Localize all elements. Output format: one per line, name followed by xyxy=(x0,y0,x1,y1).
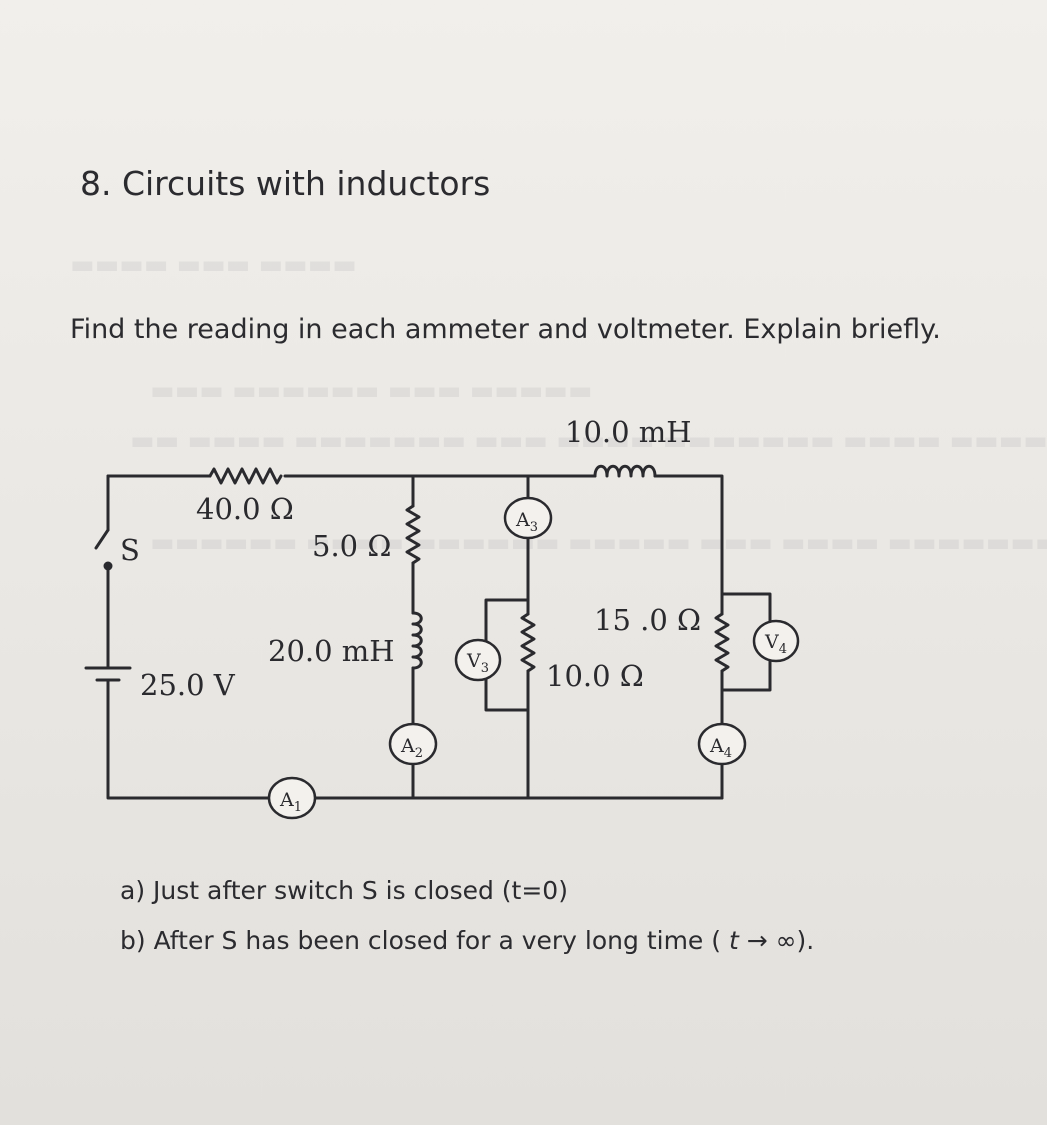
switch-label: S xyxy=(120,533,140,567)
battery-symbol xyxy=(84,666,132,682)
question-b-arrow: → ∞ xyxy=(738,926,797,955)
question-a: a) Just after switch S is closed (t=0) xyxy=(120,876,568,905)
battery-label: 25.0 V xyxy=(140,668,236,702)
problem-instruction: Find the reading in each ammeter and vol… xyxy=(70,314,941,345)
ammeter-a4 xyxy=(697,722,747,766)
resistor-5-symbol xyxy=(405,504,421,565)
question-b: b) After S has been closed for a very lo… xyxy=(120,926,814,955)
a3-label: A3 xyxy=(515,509,538,535)
resistor-5-label: 5.0 Ω xyxy=(312,529,391,563)
ammeter-a3 xyxy=(503,496,553,540)
resistor-15-symbol xyxy=(714,612,730,673)
resistor-15-label: 15 .0 Ω xyxy=(594,603,701,637)
v4-leads xyxy=(720,592,772,692)
wire-top-right xyxy=(653,474,724,600)
v4-label: V4 xyxy=(764,631,787,657)
inductor-10mh-symbol xyxy=(593,464,657,478)
problem-title: 8. Circuits with inductors xyxy=(80,164,491,203)
question-b-time-variable: t xyxy=(728,926,739,955)
resistor-10-label: 10.0 Ω xyxy=(546,659,644,693)
inductor-20mh-label: 20.0 mH xyxy=(268,634,395,668)
question-b-suffix: ). xyxy=(796,926,815,955)
v3-label: V3 xyxy=(466,650,489,676)
voltmeter-v3 xyxy=(454,638,502,682)
v3-leads xyxy=(484,598,530,712)
question-b-prefix: b) After S has been closed for a very lo… xyxy=(120,926,729,955)
inductor-top-label: 10.0 mH xyxy=(565,415,692,449)
a2-label: A2 xyxy=(400,735,423,761)
switch-s-symbol xyxy=(94,528,110,568)
resistor-40-label: 40.0 Ω xyxy=(196,492,294,526)
voltmeter-v4 xyxy=(752,619,800,663)
bleed-through-text: ▬▬▬ ▬▬▬▬▬▬ ▬▬▬ ▬▬▬▬▬ xyxy=(150,376,593,406)
bleed-through-text: ▬▬▬▬ ▬▬▬ ▬▬▬▬ xyxy=(70,250,357,280)
a1-label: A1 xyxy=(279,789,302,815)
wire-left-lower xyxy=(106,678,272,800)
a4-label: A4 xyxy=(709,735,732,761)
ammeter-a1 xyxy=(267,776,317,820)
ammeter-a2 xyxy=(388,722,438,766)
bleed-through-text: ▬▬▬▬▬▬ ▬▬▬▬ ▬▬▬▬▬▬ ▬▬▬▬▬ ▬▬▬ ▬▬▬▬ ▬▬▬▬▬▬… xyxy=(150,528,1047,558)
inductor-20mh-symbol xyxy=(411,611,423,670)
resistor-40-symbol xyxy=(208,467,283,485)
bleed-through-text: ▬▬ ▬▬▬▬ ▬▬▬▬▬▬▬ ▬▬▬ ▬▬▬▬ ▬▬▬▬▬▬▬ ▬▬▬▬ ▬▬… xyxy=(130,426,1047,456)
resistor-10-symbol xyxy=(520,612,536,673)
